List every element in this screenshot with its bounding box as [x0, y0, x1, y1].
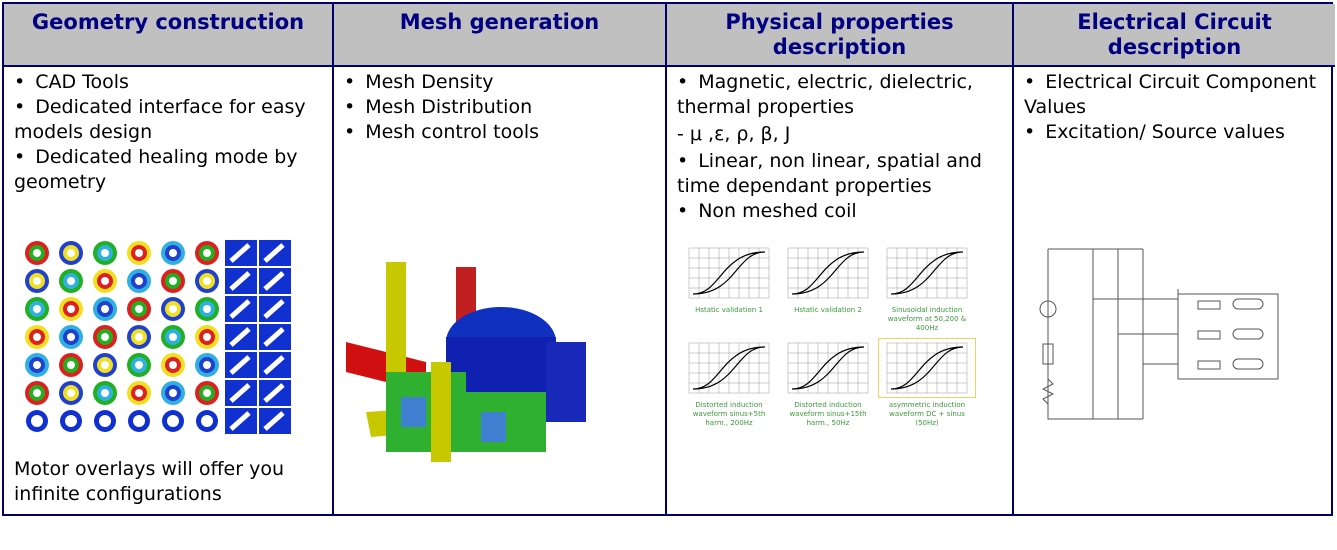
- footer-text: Motor overlays will offer you infinite c…: [14, 458, 284, 505]
- symbols-line: - μ ,ε, ρ, β, J: [677, 123, 791, 145]
- motor-overlays-image: [25, 240, 291, 434]
- chart-caption: Distorted induction waveform sinus+15th …: [789, 401, 867, 427]
- chart-caption: Hstatic validation 1: [695, 306, 763, 314]
- bh-curve-chart: asymmetric induction waveform DC + sinus…: [878, 338, 976, 428]
- material-charts: Hstatic validation 1 Hstatic validation 2…: [681, 244, 1001, 434]
- column-header: Mesh generation: [334, 4, 665, 67]
- list-item: Dedicated interface for easy models desi…: [14, 95, 322, 145]
- bh-curve-chart: Distorted induction waveform sinus+15th …: [780, 339, 876, 428]
- list-item: Linear, non linear, spatial and time dep…: [677, 149, 1002, 199]
- bh-curve-chart: Sinusoidal induction waveform at 50,200 …: [879, 244, 975, 333]
- list-item: Non meshed coil: [677, 199, 1002, 224]
- feature-table: Geometry construction CAD Tools Dedicate…: [2, 2, 1335, 516]
- column-mesh: Mesh generation Mesh Density Mesh Distri…: [332, 4, 665, 514]
- chart-caption: Sinusoidal induction waveform at 50,200 …: [887, 306, 967, 332]
- circuit-diagram: [1039, 248, 1279, 420]
- column-physical: Physical properties description Magnetic…: [665, 4, 1012, 514]
- list-item: Dedicated healing mode by geometry: [14, 145, 322, 195]
- list-item: Mesh control tools: [344, 120, 655, 145]
- chart-caption: asymmetric induction waveform DC + sinus…: [888, 401, 966, 427]
- bh-curve-chart: Distorted induction waveform sinus+5th h…: [681, 339, 777, 428]
- bh-curve-chart: Hstatic validation 1: [681, 244, 777, 315]
- chart-caption: Hstatic validation 2: [794, 306, 862, 314]
- list-item: Electrical Circuit Component Values: [1024, 70, 1325, 120]
- column-circuit: Electrical Circuit description Electrica…: [1012, 4, 1335, 514]
- column-geometry: Geometry construction CAD Tools Dedicate…: [4, 4, 332, 514]
- list-item: Mesh Density: [344, 70, 655, 95]
- column-header: Electrical Circuit description: [1014, 4, 1335, 67]
- list-item: Mesh Distribution: [344, 95, 655, 120]
- column-header: Physical properties description: [667, 4, 1012, 67]
- column-header: Geometry construction: [4, 4, 332, 67]
- list-item: Excitation/ Source values: [1024, 120, 1325, 145]
- bh-curve-chart: Hstatic validation 2: [780, 244, 876, 315]
- mesh-image: [346, 262, 586, 462]
- chart-caption: Distorted induction waveform sinus+5th h…: [692, 401, 766, 427]
- list-item: CAD Tools: [14, 70, 322, 95]
- list-item: Magnetic, electric, dielectric, thermal …: [677, 70, 1002, 120]
